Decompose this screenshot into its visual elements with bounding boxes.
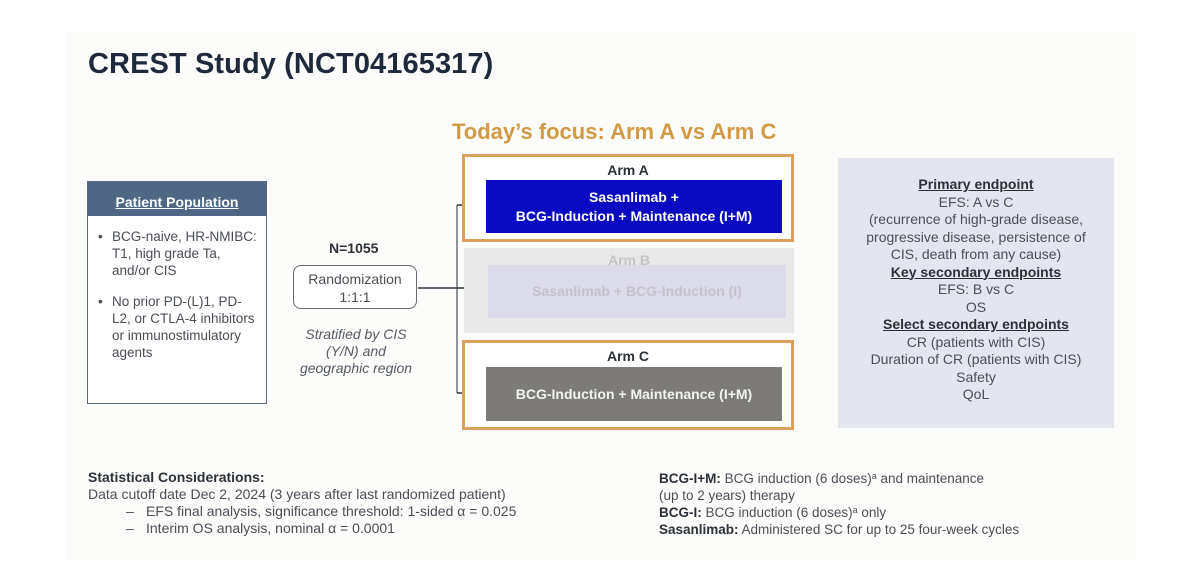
randomization-label: Randomization [308,271,402,287]
arm-c-frame: Arm C BCG-Induction + Maintenance (I+M) [462,340,794,430]
key-secondary-header: Key secondary endpoints [890,263,1062,280]
arm-b-treatment-line1: Sasanlimab + BCG-Induction (I) [532,283,742,299]
regimen-definitions: BCG-I+M: BCG induction (6 doses)a and ma… [659,470,1019,538]
statistical-bullet-text: Interim OS analysis, nominal α = 0.0001 [146,520,395,536]
focus-title: Today’s focus: Arm A vs Arm C [452,119,777,144]
stratification-note: Stratified by CIS (Y/N) and geographic r… [299,326,413,376]
definition-sasanlimab: Sasanlimab: Administered SC for up to 25… [659,521,1019,538]
arm-a-label: Arm A [607,162,649,178]
arm-a-treatment: Sasanlimab + BCG-Induction + Maintenance… [486,180,782,233]
dash-marker: – [126,503,134,519]
patient-population-item: No prior PD-(L)1, PD-L2, or CTLA-4 inhib… [98,293,258,361]
definition-text: BCG induction (6 doses) [720,471,872,486]
randomization-box: Randomization 1:1:1 [293,265,417,309]
endpoints-box: Primary endpoint EFS: A vs C (recurrence… [838,158,1114,428]
select-secondary-line: Safety [956,368,996,385]
definition-label: BCG-I: [659,505,702,520]
definition-text: only [857,505,887,520]
arm-c-label: Arm C [606,348,649,364]
arm-a-treatment-line2: BCG-Induction + Maintenance (I+M) [515,207,753,224]
patient-population-header: Patient Population [88,182,266,216]
definition-bcg-im-cont: (up to 2 years) therapy [659,488,795,503]
page-title: CREST Study (NCT04165317) [88,48,494,80]
statistical-considerations: Statistical Considerations: Data cutoff … [88,469,516,537]
primary-endpoint-line: (recurrence of high-grade disease, [868,211,1083,227]
arm-b-treatment: Sasanlimab + BCG-Induction (I) [488,265,786,318]
definition-text: and maintenance [876,471,985,486]
arm-b-frame: Arm B Sasanlimab + BCG-Induction (I) [464,248,794,333]
arm-a-frame: Arm A Sasanlimab + BCG-Induction + Maint… [462,154,794,242]
sample-size-label: N=1055 [329,240,379,256]
definition-text: Administered SC for up to 25 four-week c… [738,522,1020,537]
definition-bcg-i: BCG-I: BCG induction (6 doses)a only [659,504,1019,521]
key-secondary-line: EFS: B vs C [937,281,1015,297]
definition-label: BCG-I+M: [659,471,721,486]
select-secondary-line: Duration of CR (patients with CIS) [870,351,1082,367]
arm-a-treatment-line1: Sasanlimab + [589,188,679,205]
arm-b-label: Arm B [607,252,650,268]
definition-text: BCG induction (6 doses) [701,505,853,520]
footnote-marker: a [852,505,858,515]
select-secondary-line: QoL [962,386,990,402]
patient-population-box: Patient Population BCG-naive, HR-NMIBC: … [87,181,267,404]
primary-endpoint-line: progressive disease, persistence of [866,228,1086,245]
patient-population-list: BCG-naive, HR-NMIBC: T1, high grade Ta, … [88,216,266,361]
arm-c-treatment: BCG-Induction + Maintenance (I+M) [486,367,782,421]
statistical-bullet-text: EFS final analysis, significance thresho… [146,503,517,519]
select-secondary-line: CR (patients with CIS) [906,333,1046,350]
statistical-cutoff: Data cutoff date Dec 2, 2024 (3 years af… [88,486,506,502]
dash-marker: – [126,520,134,536]
randomization-ratio: 1:1:1 [339,289,371,305]
definition-label: Sasanlimab: [659,522,739,537]
primary-endpoint-line: EFS: A vs C [938,193,1014,210]
primary-endpoint-line: CIS, death from any cause) [890,246,1062,262]
statistical-bullet: –Interim OS analysis, nominal α = 0.0001 [88,520,516,537]
key-secondary-line: OS [965,298,987,315]
footnote-marker: a [871,471,877,481]
statistical-bullet: –EFS final analysis, significance thresh… [88,503,516,520]
definition-bcg-im: BCG-I+M: BCG induction (6 doses)a and ma… [659,470,1019,487]
patient-population-item: BCG-naive, HR-NMIBC: T1, high grade Ta, … [98,228,258,279]
arm-c-treatment-line1: BCG-Induction + Maintenance (I+M) [515,385,753,402]
statistical-header: Statistical Considerations: [88,469,265,485]
select-secondary-header: Select secondary endpoints [883,316,1069,332]
primary-endpoint-header: Primary endpoint [918,176,1034,192]
